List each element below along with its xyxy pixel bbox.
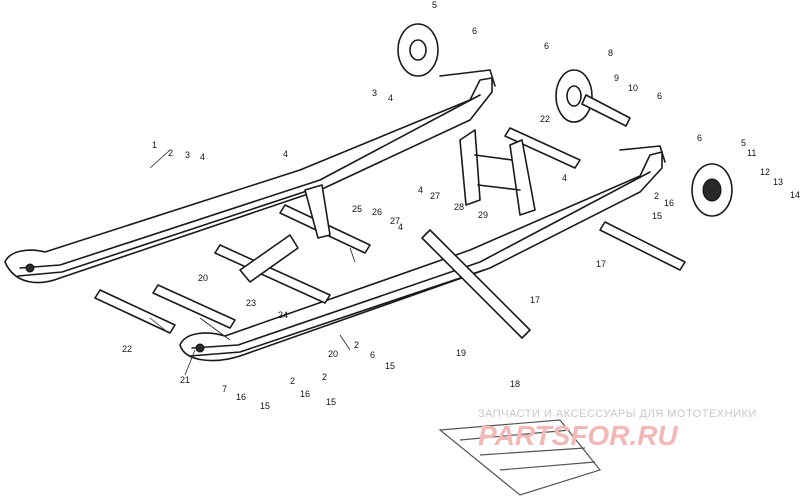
callout-16: 16 xyxy=(236,392,246,402)
callout-27: 27 xyxy=(390,216,400,226)
callout-6: 6 xyxy=(472,26,477,36)
track-section xyxy=(438,419,602,496)
callout-4: 4 xyxy=(200,152,205,162)
watermark-caption: ЗАПЧАСТИ И АКСЕССУАРЫ ДЛЯ МОТОТЕХНИКИ xyxy=(478,408,757,420)
callout-9: 9 xyxy=(614,73,619,83)
callout-2: 2 xyxy=(654,191,659,201)
lower-slide-rail xyxy=(179,145,666,362)
callout-15: 15 xyxy=(260,401,270,411)
callout-labels: 1 2 3 4 3 4 4 4 4 4 5 5 6 6 6 6 8 9 10 1… xyxy=(122,0,800,411)
callout-3: 3 xyxy=(372,88,377,98)
callout-15: 15 xyxy=(652,211,662,221)
idler-wheel-top xyxy=(397,23,439,77)
callout-15: 15 xyxy=(326,397,336,407)
callout-24: 24 xyxy=(278,310,288,320)
rear-torque-arm xyxy=(459,129,536,216)
callout-14: 14 xyxy=(790,190,800,200)
callout-20: 20 xyxy=(198,273,208,283)
callout-15: 15 xyxy=(385,361,395,371)
front-torque-arm xyxy=(239,184,331,283)
callout-29: 29 xyxy=(478,210,488,220)
callout-23: 23 xyxy=(246,298,256,308)
callout-21: 21 xyxy=(180,375,190,385)
callout-4: 4 xyxy=(398,222,403,232)
callout-7: 7 xyxy=(222,384,227,394)
callout-5: 5 xyxy=(432,0,437,10)
callout-2: 2 xyxy=(354,340,359,350)
callout-6: 6 xyxy=(657,91,662,101)
callout-18: 18 xyxy=(510,379,520,389)
callout-12: 12 xyxy=(760,167,770,177)
callout-1: 1 xyxy=(152,140,157,150)
idler-wheel-middle xyxy=(555,69,631,127)
watermark-logo: PARTSFOR.RU xyxy=(478,420,678,451)
callout-5: 5 xyxy=(741,138,746,148)
callout-6: 6 xyxy=(544,41,549,51)
callout-3: 3 xyxy=(185,150,190,160)
callout-11: 11 xyxy=(747,148,756,158)
watermark: ЗАПЧАСТИ И АКСЕССУАРЫ ДЛЯ МОТОТЕХНИКИ PA… xyxy=(478,408,757,451)
callout-27: 27 xyxy=(430,191,440,201)
callout-4: 4 xyxy=(388,93,393,103)
callout-13: 13 xyxy=(773,177,783,187)
callout-2: 2 xyxy=(290,376,295,386)
upper-slide-rail xyxy=(4,69,496,284)
callout-28: 28 xyxy=(454,202,464,212)
callout-20: 20 xyxy=(328,349,338,359)
callout-4: 4 xyxy=(283,149,288,159)
callout-26: 26 xyxy=(372,207,382,217)
callout-16: 16 xyxy=(300,389,310,399)
callout-10: 10 xyxy=(628,83,638,93)
leader-lines xyxy=(149,149,356,376)
callout-2: 2 xyxy=(322,372,327,382)
callout-16: 16 xyxy=(664,198,674,208)
callout-17: 17 xyxy=(530,295,540,305)
callout-8: 8 xyxy=(608,48,613,58)
callout-19: 19 xyxy=(456,348,466,358)
callout-25: 25 xyxy=(352,204,362,214)
callout-22: 22 xyxy=(122,344,132,354)
idler-wheel-right xyxy=(691,163,733,217)
callout-4: 4 xyxy=(562,173,567,183)
callout-6: 6 xyxy=(370,350,375,360)
callout-17: 17 xyxy=(596,259,606,269)
callout-4: 4 xyxy=(418,185,423,195)
callout-2: 2 xyxy=(168,148,173,158)
callout-22: 22 xyxy=(540,114,550,124)
callout-6: 6 xyxy=(697,133,702,143)
